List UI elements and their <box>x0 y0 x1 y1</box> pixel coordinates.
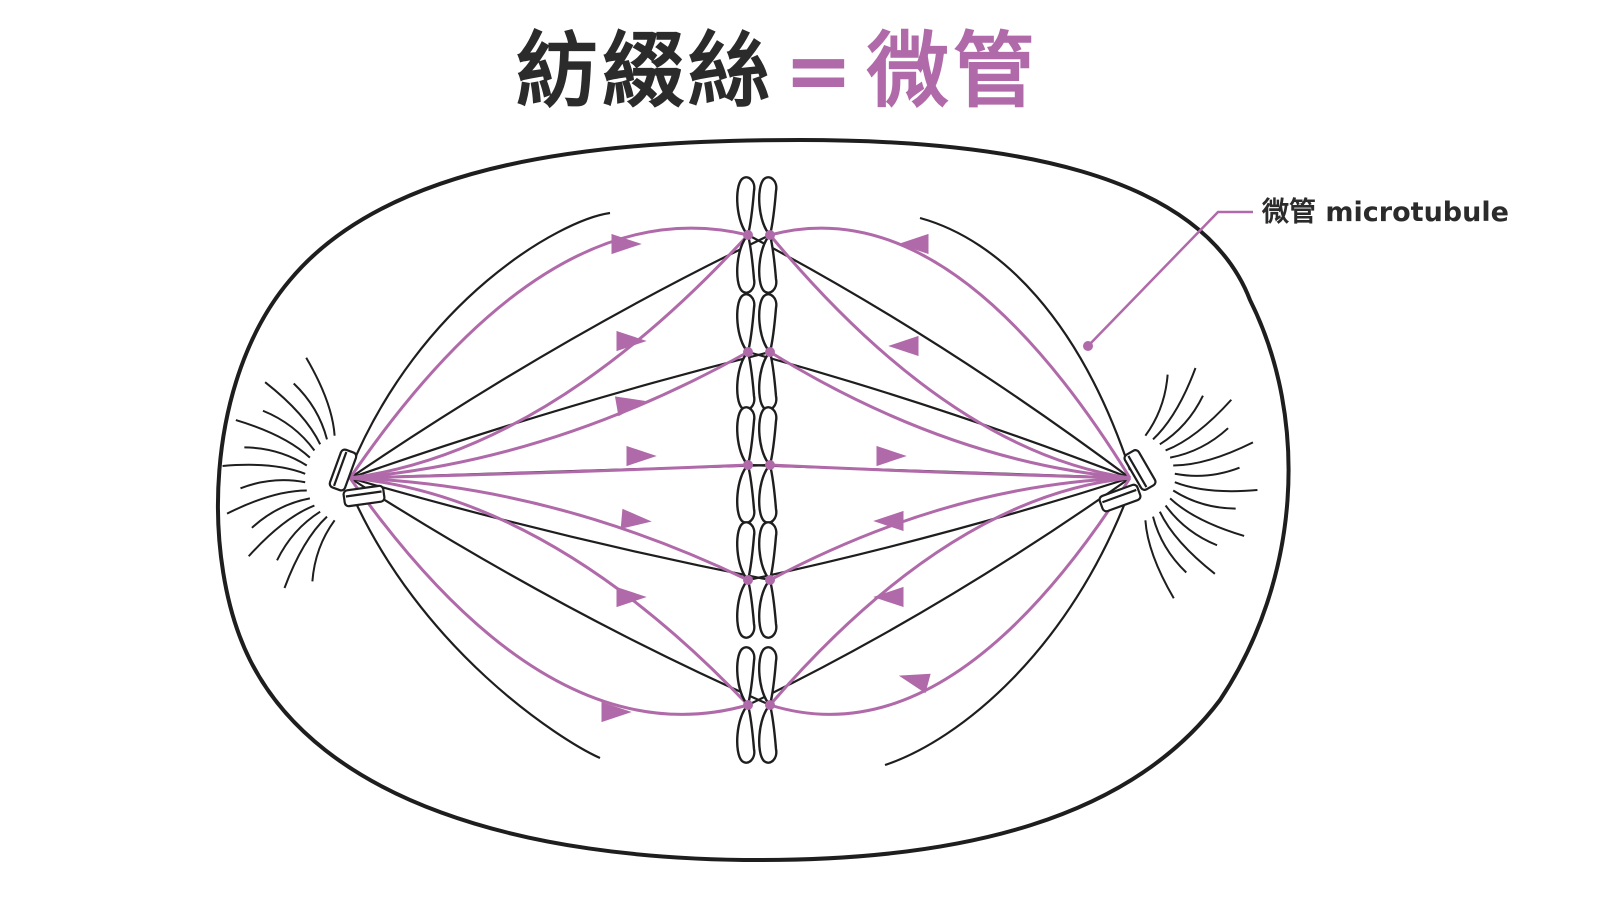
spindle-fibers-microtubule <box>348 226 1132 723</box>
astral-ray <box>1172 489 1236 510</box>
direction-arrow-icon <box>876 445 907 467</box>
spindle-fiber <box>348 226 749 479</box>
direction-arrow-icon <box>873 586 904 608</box>
microtubule-label: 微管 microtubule <box>1261 197 1509 228</box>
spindle-fiber <box>348 211 611 471</box>
kinetochore-dot <box>765 347 775 357</box>
spindle-fiber <box>349 463 749 480</box>
spindle-fiber <box>769 476 1131 582</box>
kinetochore-dot <box>765 575 775 585</box>
spindle-fiber <box>349 350 749 480</box>
spindle-fiber <box>884 489 1132 767</box>
spindle-fiber <box>348 477 749 716</box>
kinetochore-dot <box>765 700 775 710</box>
astral-ray <box>244 446 308 467</box>
spindle-fiber <box>349 476 749 582</box>
direction-arrow-icon <box>888 335 919 357</box>
kinetochore-dot <box>743 460 753 470</box>
astral-ray <box>251 497 311 529</box>
spindle-fiber <box>769 226 1132 479</box>
chromosome-icon <box>736 406 778 524</box>
astral-ray <box>1152 516 1187 574</box>
chromosome-column <box>736 176 778 764</box>
astral-ray <box>293 382 328 440</box>
spindle-fiber <box>349 476 750 707</box>
spindle-fiber <box>348 489 601 760</box>
astral-ray <box>226 489 307 515</box>
astral-ray <box>1174 481 1258 493</box>
astral-ray <box>222 463 306 475</box>
direction-arrow-icon <box>601 701 632 723</box>
direction-arrow-icon <box>616 586 647 608</box>
astral-ray <box>1144 520 1175 599</box>
astral-ray <box>1158 511 1216 575</box>
astral-ray <box>1173 441 1254 467</box>
spindle-fiber <box>769 463 1131 480</box>
astral-ray <box>1159 395 1204 446</box>
spindle-fiber <box>769 477 1132 716</box>
spindle-fiber <box>768 476 1131 706</box>
astral-ray <box>1165 399 1233 452</box>
title-sub: 微管 <box>866 24 1039 119</box>
chromosome-icon <box>736 521 778 639</box>
cell-outline <box>215 137 1291 863</box>
direction-arrow-icon <box>626 445 657 467</box>
chromosome-icon <box>736 293 778 411</box>
kinetochore-dot <box>743 230 753 240</box>
direction-arrow-icon <box>611 233 642 255</box>
astral-ray <box>240 479 306 490</box>
astral-ray <box>1169 497 1245 537</box>
astral-ray <box>1164 504 1218 547</box>
astral-ray <box>235 419 311 459</box>
spindle-fiber <box>768 234 1131 480</box>
page-title: 紡綴絲=微管 <box>0 22 1555 122</box>
astral-ray <box>247 504 315 557</box>
spindle-fiber <box>747 350 1131 480</box>
spindle-fiber <box>747 477 1131 706</box>
spindle-fiber <box>349 350 771 480</box>
astral-ray <box>283 515 328 589</box>
astral-ray <box>1144 374 1169 437</box>
centrosome-left-icon <box>328 448 386 508</box>
spindle-fiber <box>349 477 771 707</box>
spindle-fiber <box>349 233 750 480</box>
kinetochore-dot <box>765 460 775 470</box>
spindle-fiber <box>747 234 1131 479</box>
spindle-fiber <box>349 234 771 479</box>
astral-ray <box>262 409 316 452</box>
microtubule-callout: 微管 microtubule <box>1083 197 1509 351</box>
astral-ray <box>305 357 336 436</box>
astral-rays-left <box>222 357 336 589</box>
astral-ray <box>1152 367 1197 441</box>
spindle-fiber <box>769 350 1131 480</box>
kinetochore-dot <box>743 575 753 585</box>
direction-arrow-icon <box>873 510 904 532</box>
astral-ray <box>1174 466 1240 477</box>
chromosome-icon <box>736 646 778 764</box>
title-equals: = <box>784 24 857 119</box>
astral-rays-right <box>1144 367 1258 599</box>
direction-arrow-icon <box>616 330 647 352</box>
centrosome-right-icon <box>1098 449 1157 513</box>
kinetochore-dot <box>765 230 775 240</box>
kinetochore-dot <box>743 700 753 710</box>
astral-ray <box>1169 427 1229 459</box>
kinetochore-dot <box>743 347 753 357</box>
direction-arrow-icon <box>898 233 929 255</box>
astral-ray <box>276 510 321 561</box>
direction-arrow-icon <box>620 508 652 529</box>
astral-ray <box>311 519 336 582</box>
chromosome-icon <box>736 176 778 294</box>
spindle-fiber <box>349 476 771 582</box>
astral-ray <box>264 381 322 445</box>
spindle-fiber <box>919 216 1132 471</box>
direction-arrow-icon <box>898 673 931 694</box>
direction-arrow-icon <box>614 396 647 417</box>
title-main: 紡綴絲 <box>516 24 775 119</box>
spindle-fiber <box>747 476 1131 582</box>
